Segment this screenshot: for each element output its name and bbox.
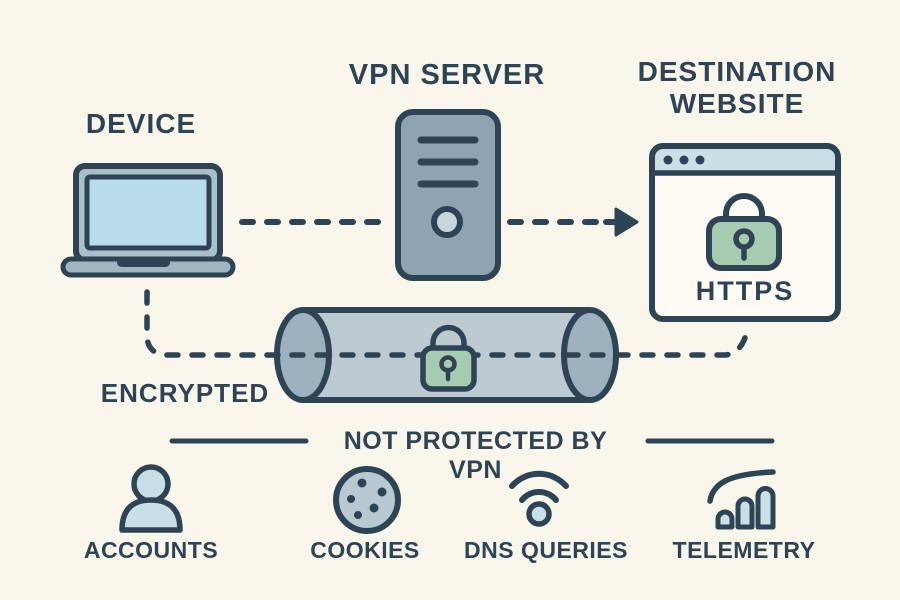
https-badge: HTTPS (695, 276, 795, 306)
wifi-icon (509, 470, 569, 527)
device-label: DEVICE (85, 108, 197, 139)
dns-queries-label: DNS QUERIES (464, 537, 628, 563)
cookies-label: COOKIES (310, 537, 420, 563)
vpn-server-label: VPN SERVER (348, 59, 546, 91)
encrypted-label: ENCRYPTED (100, 378, 270, 408)
browser-window-icon (649, 143, 841, 322)
laptop-icon (60, 163, 236, 278)
window-dots-icon (663, 155, 705, 165)
server-to-website-arrow (507, 207, 639, 237)
destination-website-label: DESTINATION WEBSITE (637, 56, 837, 120)
bar-chart-icon (707, 469, 776, 530)
accounts-label: ACCOUNTS (83, 537, 219, 563)
https-lock-icon (706, 193, 782, 271)
tunnel-dashed-path (144, 289, 750, 358)
padlock-icon (420, 324, 477, 392)
telemetry-label: TELEMETRY (672, 537, 816, 563)
cookie-icon (333, 466, 401, 534)
user-icon (119, 464, 183, 533)
server-icon (395, 109, 501, 281)
not-protected-heading: NOT PROTECTED BY VPN (343, 427, 608, 484)
